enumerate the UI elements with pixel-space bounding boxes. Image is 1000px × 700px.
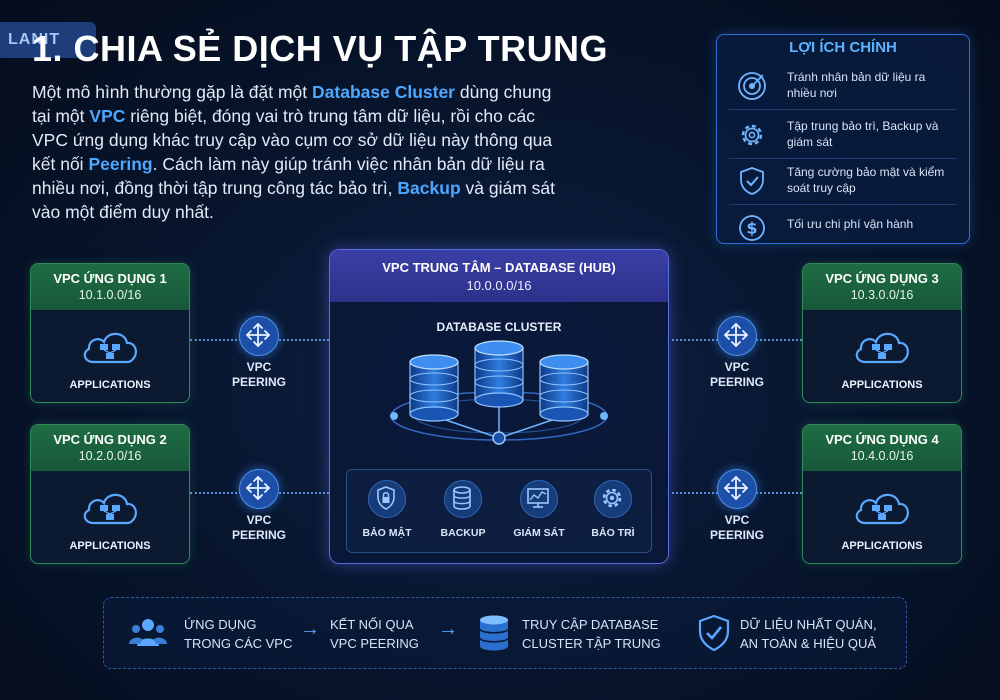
cloud-app-icon	[83, 332, 137, 364]
monitor-chart-icon	[527, 488, 549, 508]
vpc-applications-label: APPLICATIONS	[841, 379, 923, 391]
hub-name: VPC TRUNG TÂM – DATABASE (HUB)	[382, 260, 616, 275]
peering-icon-circle	[717, 316, 757, 356]
highlight-database-cluster: Database Cluster	[312, 82, 455, 102]
database-cylinder-center	[474, 340, 524, 408]
move-arrows-icon	[246, 476, 270, 500]
svg-text:$: $	[746, 219, 757, 238]
vpc-app-2: VPC ỨNG DỤNG 2 10.2.0.0/16 APPLICATIONS	[30, 424, 190, 564]
service-label: BẢO MẬT	[362, 527, 412, 539]
service-label: BẢO TRÌ	[591, 527, 635, 539]
vpc-cidr: 10.2.0.0/16	[78, 449, 142, 463]
peering-icon-circle	[239, 469, 279, 509]
vpc-name: VPC ỨNG DỤNG 2	[53, 432, 167, 447]
shield-check-icon	[698, 614, 730, 652]
benefit-item: $ Tối ưu chi phí vận hành	[727, 207, 959, 251]
database-cluster-label: DATABASE CLUSTER	[436, 320, 562, 334]
highlight-backup: Backup	[397, 178, 461, 198]
database-cylinder-right	[539, 354, 589, 422]
service-label: BACKUP	[440, 527, 486, 539]
divider	[729, 109, 957, 110]
move-arrows-icon	[724, 476, 748, 500]
database-icon	[479, 615, 509, 651]
benefits-title: LỢI ÍCH CHÍNH	[789, 39, 897, 56]
gear-icon	[741, 124, 763, 146]
vpc-cidr: 10.3.0.0/16	[850, 288, 914, 302]
service-monitoring: GIÁM SÁT	[501, 480, 577, 539]
brand-logo: LANIT	[0, 22, 96, 58]
target-icon	[738, 72, 766, 100]
vpc-applications-label: APPLICATIONS	[69, 379, 151, 391]
vpc-applications-label: APPLICATIONS	[841, 540, 923, 552]
shield-check-icon	[740, 167, 764, 195]
hub-header: VPC TRUNG TÂM – DATABASE (HUB) 10.0.0.0/…	[330, 250, 668, 302]
peering-icon-circle	[717, 469, 757, 509]
vpc-name: VPC ỨNG DỤNG 4	[825, 432, 939, 447]
benefit-text: Tránh nhân bản dữ liệu ra nhiều nơi	[787, 70, 926, 100]
highlight-peering: Peering	[88, 154, 153, 174]
vpc-name: VPC ỨNG DỤNG 3	[825, 271, 939, 286]
service-maintenance: BẢO TRÌ	[575, 480, 651, 539]
divider	[729, 204, 957, 205]
vpc-app-3: VPC ỨNG DỤNG 3 10.3.0.0/16 APPLICATIONS	[802, 263, 962, 403]
cloud-app-icon	[855, 332, 909, 364]
gear-icon	[602, 488, 622, 508]
service-label: GIÁM SÁT	[513, 527, 565, 539]
vpc-app-4: VPC ỨNG DỤNG 4 10.4.0.0/16 APPLICATIONS	[802, 424, 962, 564]
database-cluster-illustration	[390, 340, 608, 445]
benefit-item: Tập trung bảo trì, Backup và giám sát	[727, 114, 959, 158]
hub-vpc-database: VPC TRUNG TÂM – DATABASE (HUB) 10.0.0.0/…	[329, 249, 669, 564]
move-arrows-icon	[246, 323, 270, 347]
vpc-header: VPC ỨNG DỤNG 1 10.1.0.0/16	[31, 264, 189, 310]
move-arrows-icon	[724, 323, 748, 347]
benefits-panel: LỢI ÍCH CHÍNH Tránh nhân bản dữ liệu ra …	[716, 34, 970, 244]
arrow-right-icon: →	[438, 618, 458, 640]
benefit-text: Tối ưu chi phí vận hành	[787, 217, 914, 231]
lock-icon	[377, 486, 395, 510]
vpc-header: VPC ỨNG DỤNG 2 10.2.0.0/16	[31, 425, 189, 471]
users-icon	[129, 619, 167, 646]
service-security: BẢO MẬT	[349, 480, 425, 539]
benefit-item: Tránh nhân bản dữ liệu ra nhiều nơi	[727, 65, 959, 109]
vpc-name: VPC ỨNG DỤNG 1	[53, 271, 167, 286]
intro-paragraph: Một mô hình thường gặp là đặt một Databa…	[32, 82, 555, 222]
database-icon	[453, 486, 471, 510]
vpc-app-1: VPC ỨNG DỤNG 1 10.1.0.0/16 APPLICATIONS	[30, 263, 190, 403]
database-cylinder-left	[409, 354, 459, 422]
arrow-right-icon: →	[300, 618, 320, 640]
peering-icon-circle	[239, 316, 279, 356]
hub-services-panel: BẢO MẬT BACKUP GIÁM SÁT	[346, 469, 652, 553]
highlight-vpc: VPC	[89, 106, 126, 126]
benefit-text: Tăng cường bảo mật và kiểm soát truy cập	[787, 165, 945, 195]
vpc-header: VPC ỨNG DỤNG 4 10.4.0.0/16	[803, 425, 961, 471]
flow-step-text: DỮ LIỆU NHẤT QUÁN,AN TOÀN & HIỆU QUẢ	[740, 617, 877, 651]
hub-cidr: 10.0.0.0/16	[466, 278, 532, 293]
benefit-item: Tăng cường bảo mật và kiểm soát truy cập	[727, 160, 959, 204]
vpc-header: VPC ỨNG DỤNG 3 10.3.0.0/16	[803, 264, 961, 310]
cloud-app-icon	[855, 493, 909, 525]
service-backup: BACKUP	[425, 480, 501, 539]
vpc-applications-label: APPLICATIONS	[69, 540, 151, 552]
dollar-icon: $	[739, 215, 765, 241]
page-title: 1. CHIA SẺ DỊCH VỤ TẬP TRUNG	[32, 28, 609, 69]
vpc-cidr: 10.4.0.0/16	[850, 449, 914, 463]
benefit-text: Tập trung bảo trì, Backup và giám sát	[787, 119, 939, 149]
cloud-app-icon	[83, 493, 137, 525]
divider	[729, 158, 957, 159]
vpc-cidr: 10.1.0.0/16	[78, 288, 142, 302]
